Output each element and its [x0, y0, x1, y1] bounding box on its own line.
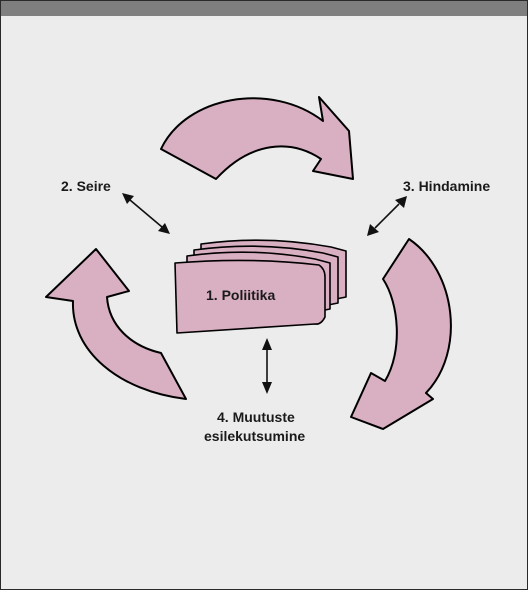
change-label-line1: 4. Muutuste — [217, 409, 295, 425]
top-bar — [1, 1, 527, 16]
policy-label: 1. Poliitika — [206, 287, 275, 303]
connector-change — [262, 338, 272, 394]
cycle-arrow-left — [45, 248, 187, 400]
monitoring-label: 2. Seire — [61, 178, 111, 194]
connector-assessment — [367, 196, 407, 236]
connector-monitoring — [122, 193, 170, 234]
policy-document-stack — [174, 239, 347, 334]
document-sheet-front — [174, 259, 326, 334]
change-label: 4. Muutuste esilekutsumine — [204, 409, 305, 444]
change-label-line2: esilekutsumine — [204, 428, 305, 444]
cycle-arrow-right — [350, 238, 452, 430]
cycle-arrow-top — [160, 96, 354, 180]
assessment-label: 3. Hindamine — [403, 178, 490, 194]
